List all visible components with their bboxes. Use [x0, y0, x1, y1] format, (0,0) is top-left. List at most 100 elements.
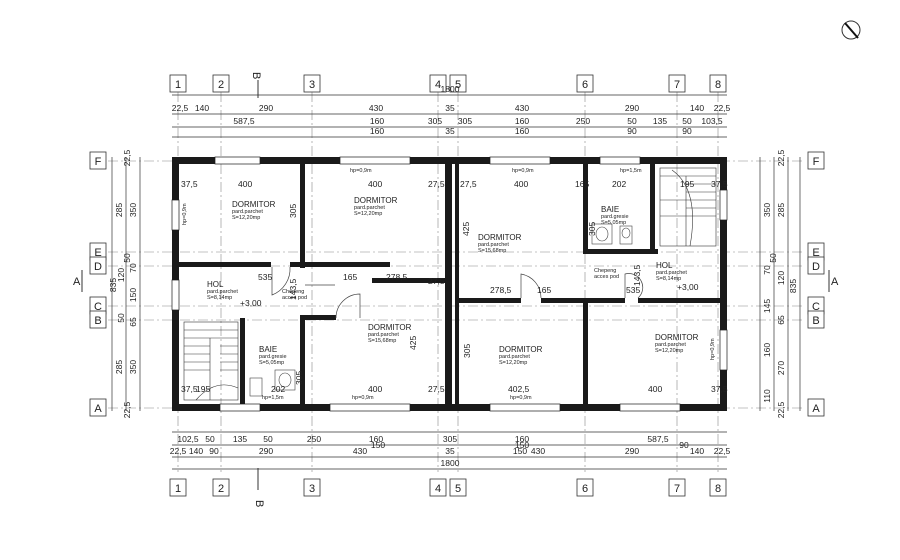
axis-label: F [813, 156, 820, 168]
section-b-top: B [250, 72, 262, 79]
top-dim: 250 [576, 116, 590, 126]
axis-box [429, 478, 447, 497]
bottom-dimensions: 1800 102,5 50 135 50 250 160 305 160 587… [170, 434, 731, 468]
axis-box [89, 151, 107, 170]
level-left: +3,00 [240, 298, 262, 308]
bottom-dim: 102,5 [177, 434, 199, 444]
axis-label: 1 [175, 79, 181, 91]
svg-text:pard.parchet: pard.parchet [499, 354, 530, 360]
int-dim: 27,5 [428, 276, 445, 286]
top-dim: 50 [682, 116, 692, 126]
axis-label: 3 [309, 79, 315, 91]
windows [171, 156, 728, 412]
left-dim: 350 [128, 360, 138, 374]
bottom-dim: 430 [531, 446, 545, 456]
left-dim: 120 [116, 268, 126, 282]
right-dim: 70 [762, 265, 772, 275]
axis-label: 7 [674, 79, 680, 91]
section-a-right: A [831, 276, 839, 288]
axis-label: 4 [435, 79, 441, 91]
axis-label: 2 [218, 79, 224, 91]
int-dim: 400 [648, 384, 662, 394]
bottom-dim: 250 [307, 434, 321, 444]
right-dim: 160 [762, 343, 772, 357]
stair-right [659, 167, 717, 247]
axis-label: 5 [455, 483, 461, 495]
int-dim: 305 [462, 344, 472, 358]
top-dim: 103,5 [701, 116, 723, 126]
interior-dimensions: 400 400 400 400 400 402,5 305 305 305 30… [181, 179, 728, 394]
axis-label: 1 [175, 483, 181, 495]
stair-left [183, 321, 239, 401]
svg-text:pard.parchet: pard.parchet [656, 270, 687, 276]
int-dim: 535 [626, 285, 640, 295]
svg-text:HOL: HOL [207, 280, 224, 289]
chepeng-right-label: Chepeng [594, 268, 616, 274]
right-dim: 110 [762, 389, 772, 403]
svg-text:pard.parchet: pard.parchet [207, 289, 238, 295]
bottom-dim: 90 [209, 446, 219, 456]
window-tag: hp=0,9m [352, 395, 374, 401]
top-dim: 160 [515, 116, 529, 126]
top-dim: 160 [515, 126, 529, 136]
axis-box [807, 310, 825, 329]
int-dim: 202 [271, 384, 285, 394]
top-dimensions: 1800 22,5 140 290 430 35 430 290 140 22,… [172, 84, 731, 136]
svg-text:S=12,20mp: S=12,20mp [655, 348, 683, 354]
axis-box [429, 74, 447, 93]
top-dim: 587,5 [233, 116, 255, 126]
svg-text:pard.parchet: pard.parchet [232, 209, 263, 215]
right-dim: 50 [768, 253, 778, 263]
axis-box [303, 74, 321, 93]
top-dim: 35 [445, 126, 455, 136]
svg-text:BAIE: BAIE [601, 205, 619, 214]
svg-text:S=5,05mp: S=5,05mp [259, 360, 284, 366]
top-dim: 290 [625, 103, 639, 113]
window-tag: hp=1,5m [262, 395, 284, 401]
left-dim: 835 [108, 278, 118, 292]
svg-text:S=12,20mp: S=12,20mp [354, 211, 382, 217]
doors [271, 266, 644, 319]
right-dim: 270 [776, 361, 786, 375]
left-dim: 150 [128, 288, 138, 302]
left-dim: 22,5 [122, 149, 132, 166]
svg-text:pard.parchet: pard.parchet [354, 205, 385, 211]
room-dormitor-3: DORMITOR pard.parchet S=15,68mp [478, 233, 522, 254]
axis-label: E [812, 247, 819, 259]
axis-label: F [95, 156, 102, 168]
axis-box [169, 74, 187, 93]
room-hol-2: HOL pard.parchet S=8,14mp [656, 261, 687, 282]
room-hol-1: HOL pard.parchet S=8,14mp [207, 280, 238, 301]
axis-box [89, 256, 107, 275]
bottom-total-dim: 1800 [441, 458, 460, 468]
svg-text:DORMITOR: DORMITOR [655, 333, 699, 342]
axis-label: 2 [218, 483, 224, 495]
int-dim: 305 [587, 222, 597, 236]
axis-label: B [812, 315, 819, 327]
window-tags: hp=0,9m hp=0,9m hp=1,5m hp=1,5m hp=0,9m … [182, 168, 716, 401]
int-dim: 278,5 [490, 285, 512, 295]
room-baie-2: BAIE pard.gresie S=5,05mp [259, 345, 287, 366]
right-dim: 22,5 [776, 401, 786, 418]
top-dim: 35 [445, 103, 455, 113]
axis-box [449, 478, 467, 497]
window-tag: hp=0,9m [182, 203, 188, 225]
axis-box [169, 478, 187, 497]
window-tag: hp=0,9m [512, 168, 534, 174]
left-dim: 65 [128, 317, 138, 327]
chepeng-left-sub: acces pod [282, 295, 307, 301]
left-dimensions: 22,5 285 350 50 120 70 835 150 65 50 285… [108, 149, 138, 418]
bottom-dim: 50 [205, 434, 215, 444]
int-dim: 195 [196, 384, 210, 394]
axis-label: 6 [582, 483, 588, 495]
right-dim: 65 [776, 315, 786, 325]
top-dim: 160 [370, 116, 384, 126]
dimension-lines [111, 94, 801, 470]
svg-text:S=8,14mp: S=8,14mp [656, 276, 681, 282]
bottom-dim: 150 [513, 446, 527, 456]
left-dim: 50 [122, 253, 132, 263]
top-dim: 90 [627, 126, 637, 136]
north-arrow-icon [841, 20, 861, 40]
